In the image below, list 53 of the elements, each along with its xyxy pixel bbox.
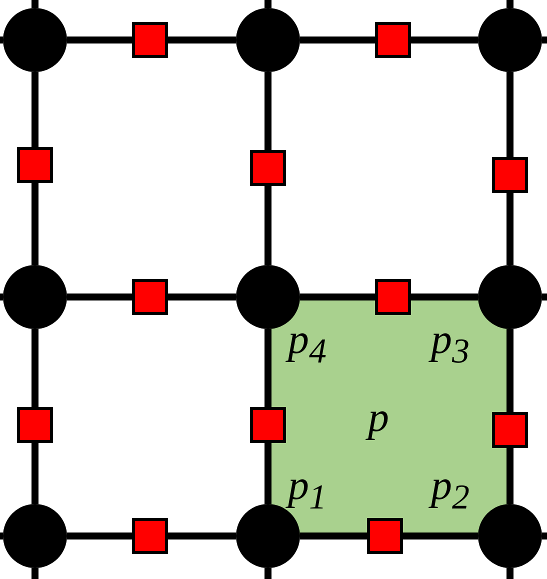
lattice-line — [403, 532, 478, 540]
lattice-line — [506, 193, 514, 265]
lattice-line — [506, 448, 514, 504]
edge-marker — [367, 518, 403, 554]
lattice-line — [32, 443, 38, 504]
lattice-line — [0, 532, 3, 540]
lattice-line — [506, 568, 514, 579]
lattice-line — [32, 568, 38, 579]
lattice-line — [168, 36, 236, 44]
edge-marker — [132, 22, 168, 58]
plaquette-label: p$_{3}$ — [431, 319, 470, 368]
edge-marker — [250, 150, 286, 186]
edge-marker — [250, 407, 286, 443]
lattice-line — [32, 329, 38, 407]
lattice-line — [264, 72, 272, 150]
lattice-line — [264, 443, 272, 504]
edge-marker — [132, 518, 168, 554]
lattice-line — [264, 568, 272, 579]
edge-marker — [492, 157, 528, 193]
lattice-line — [32, 183, 38, 265]
edge-marker — [17, 407, 53, 443]
edge-marker — [492, 412, 528, 448]
lattice-line — [32, 72, 38, 147]
lattice-line — [411, 294, 478, 300]
lattice-line — [168, 294, 236, 300]
lattice-line — [67, 532, 132, 540]
lattice-line — [67, 294, 132, 300]
lattice-line — [300, 294, 375, 300]
lattice-line — [264, 186, 272, 265]
lattice-line — [300, 532, 367, 540]
lattice-line — [300, 36, 375, 44]
edge-marker — [17, 147, 53, 183]
lattice-line — [542, 532, 547, 540]
lattice-line — [506, 329, 514, 412]
edge-marker — [375, 22, 411, 58]
lattice-line — [264, 0, 272, 8]
lattice-line — [542, 36, 547, 44]
lattice-line — [411, 36, 478, 44]
lattice-line — [542, 294, 547, 300]
lattice-line — [0, 36, 3, 44]
plaquette-label: p$_{2}$ — [431, 465, 470, 514]
lattice-line — [506, 72, 514, 157]
plaquette-label: p$_{4}$ — [288, 319, 326, 368]
plaquette-label: p$_{1}$ — [288, 465, 326, 514]
lattice-line — [168, 532, 236, 540]
plaquette-label: p — [368, 397, 389, 439]
lattice-line — [0, 294, 3, 300]
lattice-line — [264, 329, 272, 407]
lattice-line — [67, 36, 132, 44]
lattice-line — [32, 0, 38, 8]
edge-marker — [132, 279, 168, 315]
lattice-line — [506, 0, 514, 8]
edge-marker — [375, 279, 411, 315]
